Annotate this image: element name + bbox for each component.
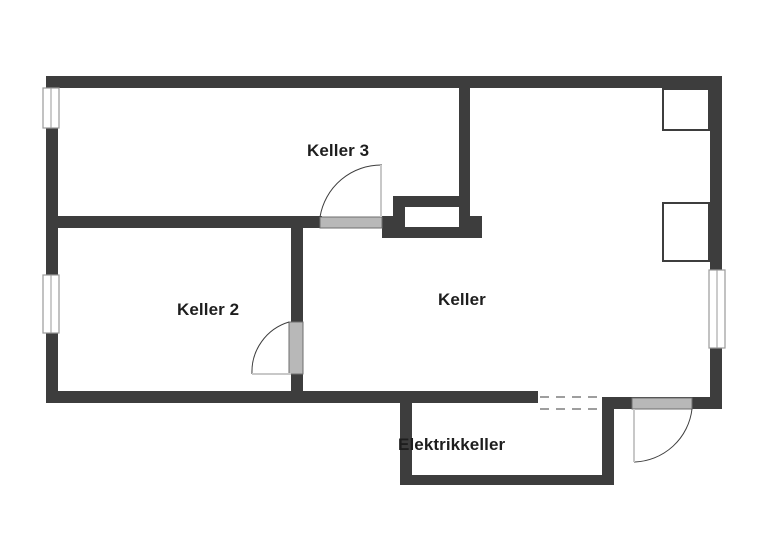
room-label-keller-2: Keller 2	[177, 300, 240, 319]
wall-keller3-right	[459, 76, 470, 221]
wall-chimney-top	[393, 196, 463, 207]
fixtures	[662, 88, 710, 262]
wall-right	[710, 76, 722, 409]
wall-top	[46, 76, 722, 88]
room-label-keller-3: Keller 3	[307, 141, 370, 160]
door-keller3	[319, 216, 383, 229]
door-keller2	[288, 321, 304, 375]
wall-keller3-keller2-divider	[46, 216, 322, 228]
passage-elektrikkeller	[540, 396, 604, 410]
wall-elektrik-right	[602, 397, 614, 485]
wall-elektrik-bottom	[400, 475, 612, 485]
room-label-keller: Keller	[438, 290, 486, 309]
fixture-box-top	[662, 88, 710, 131]
windows	[42, 87, 726, 349]
doors	[251, 164, 693, 463]
wall-elektrik-left	[400, 397, 412, 485]
door-exterior	[631, 397, 693, 410]
fixture-box-middle	[662, 202, 710, 262]
chimney-gap	[405, 207, 459, 227]
room-label-elektrikkeller: Elektrikkeller	[398, 435, 506, 454]
walls	[46, 76, 722, 485]
